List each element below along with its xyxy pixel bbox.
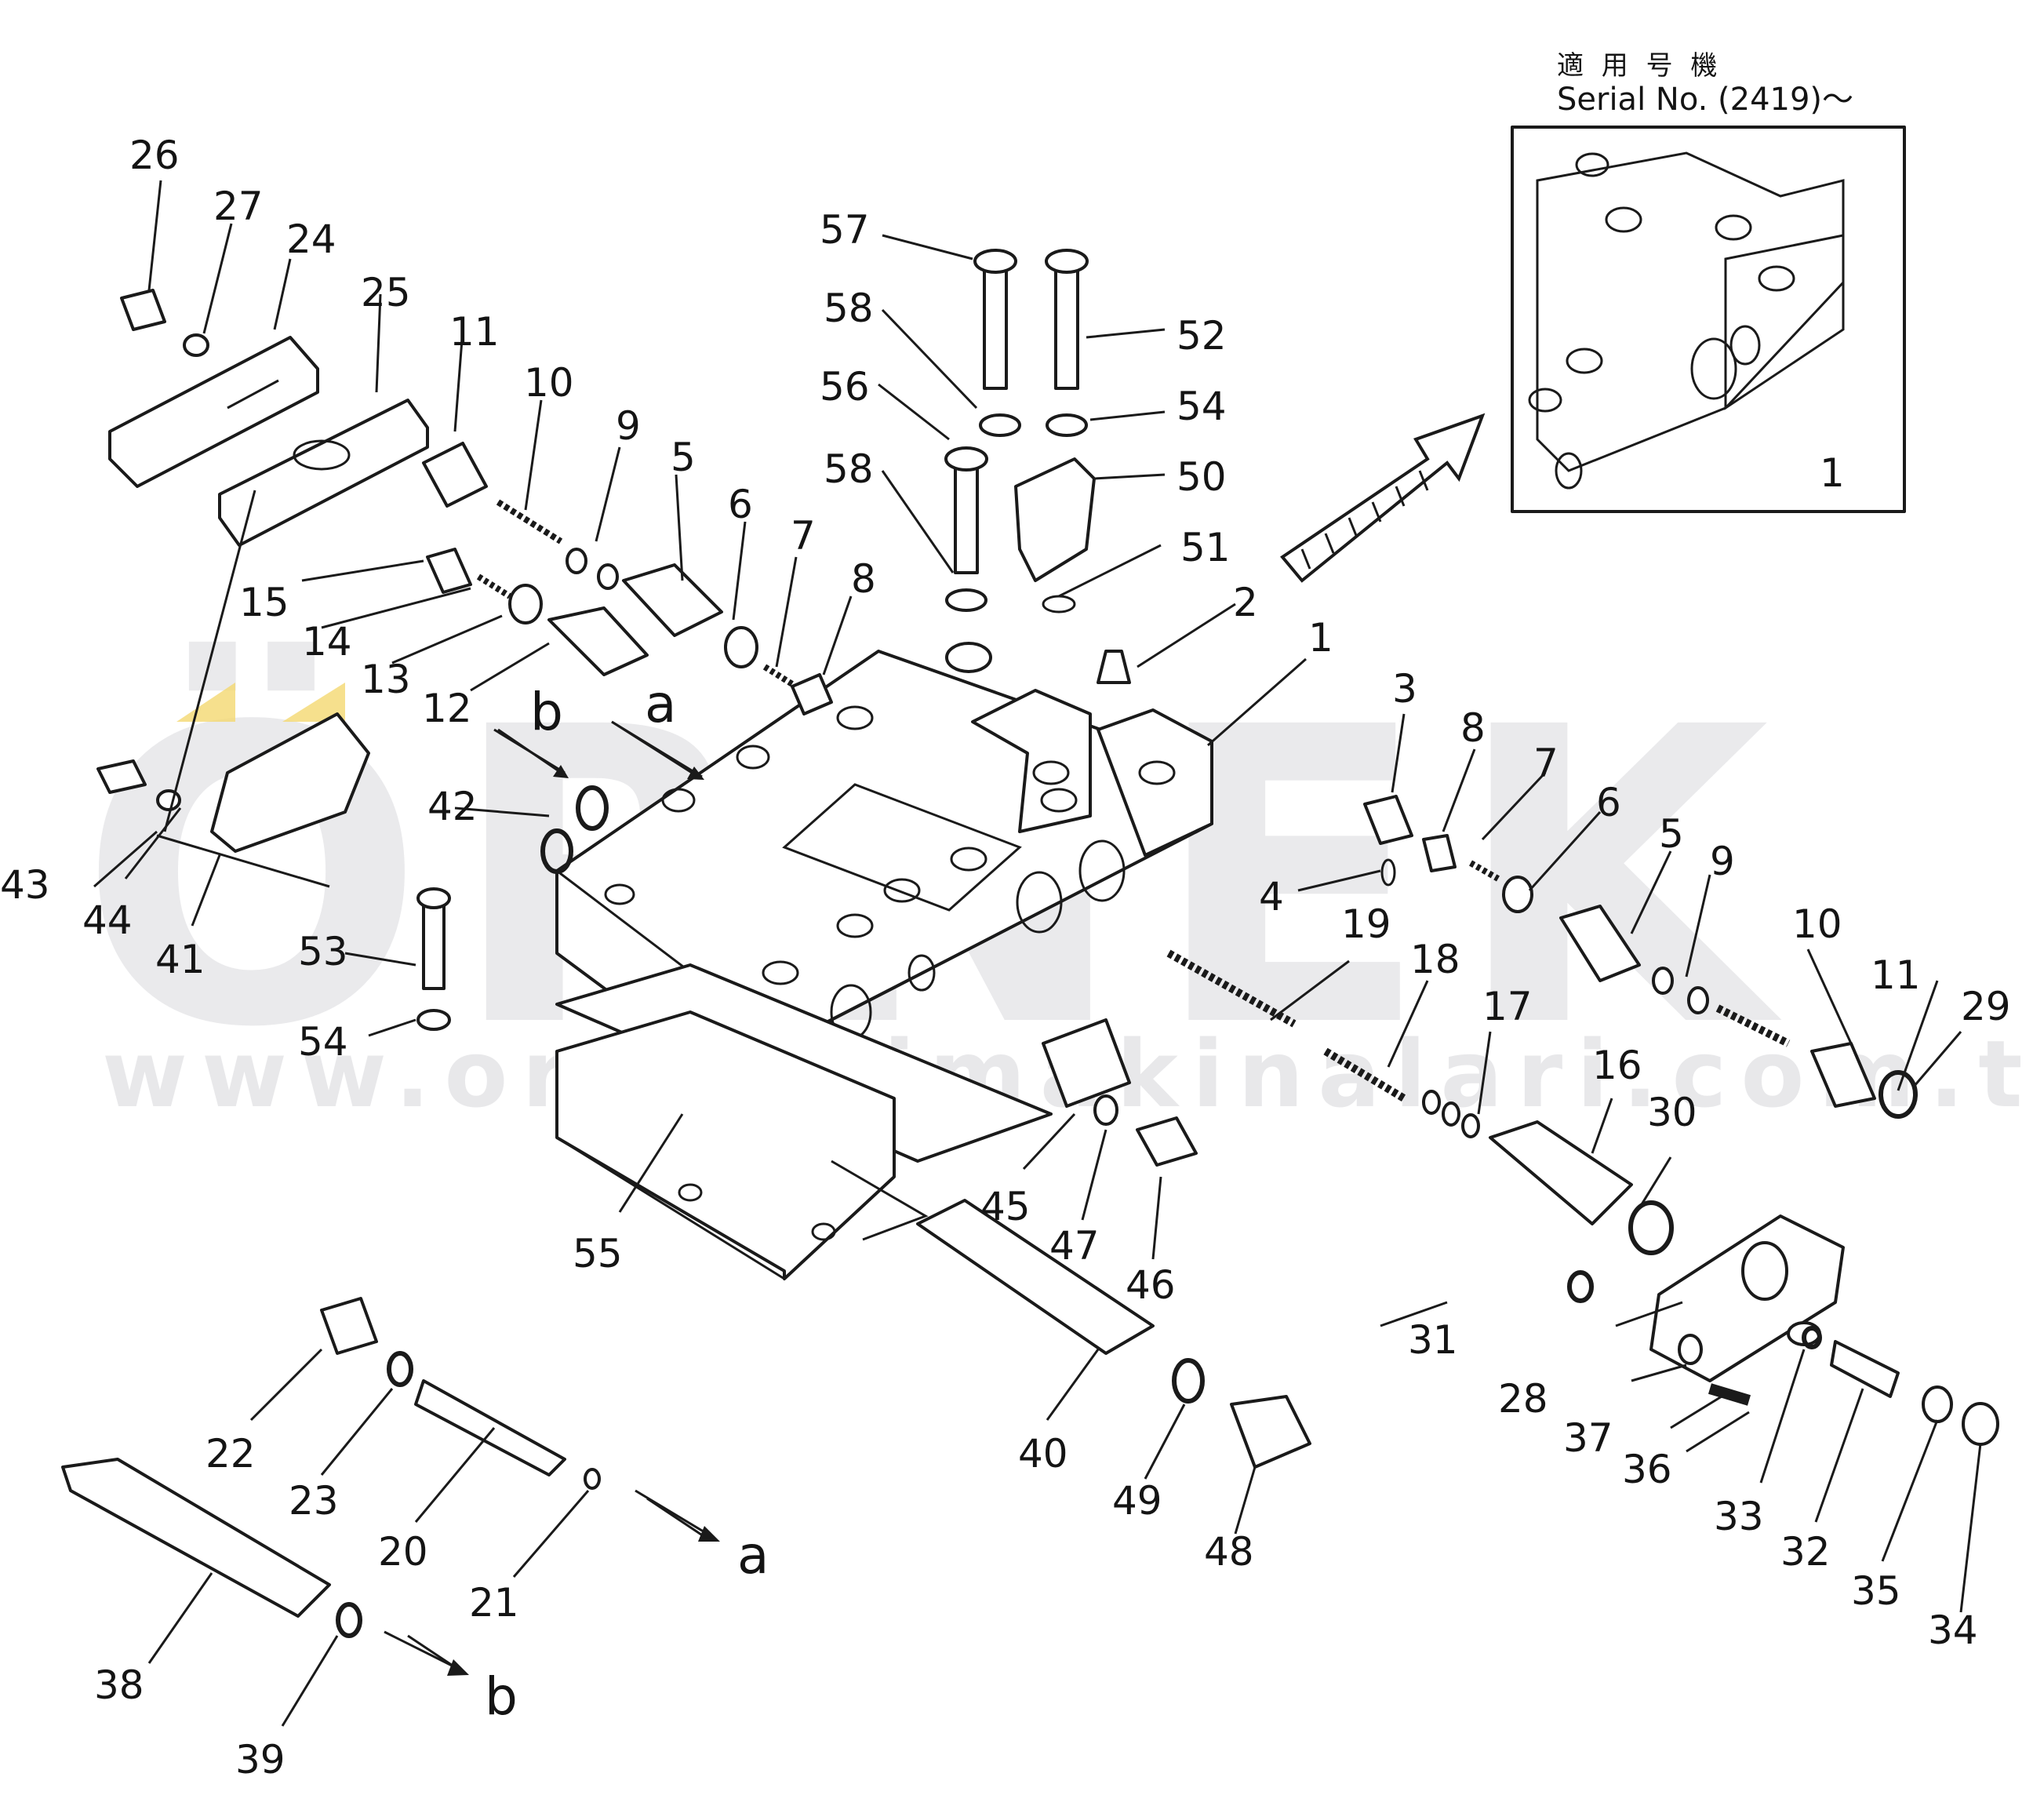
label-8-top: 8 [851,556,876,602]
inset-serial-variant [1511,126,1906,513]
label-52: 52 [1177,313,1227,359]
cover-24 [108,336,319,488]
gasket-25 [218,399,429,547]
label-35: 35 [1851,1568,1901,1614]
label-58-lower: 58 [824,446,874,492]
label-2: 2 [1233,580,1258,625]
flow-arrows: b a a b [384,674,769,1727]
label-53: 53 [298,929,348,974]
label-11-top: 11 [449,309,500,355]
label-50: 50 [1177,454,1227,500]
label-20: 20 [378,1529,428,1575]
flow-label-b-bottom: b [485,1666,518,1727]
leader-lines [93,180,1982,1727]
label-43: 43 [0,862,50,908]
label-14: 14 [302,619,352,665]
label-33: 33 [1714,1494,1764,1539]
label-30: 30 [1647,1090,1697,1135]
flow-label-a-top: a [645,674,676,734]
lower-parts [61,289,1311,1638]
label-10-top: 10 [524,360,574,406]
label-10-right: 10 [1792,901,1842,947]
label-36: 36 [1622,1447,1672,1492]
label-23: 23 [289,1478,339,1524]
serial-title-jp: 適 用 号 機 [1557,50,1722,82]
flow-label-b-top: b [530,682,563,742]
label-54-top: 54 [1177,384,1227,429]
label-8-right: 8 [1460,705,1486,751]
label-47: 47 [1049,1223,1100,1269]
label-6-right: 6 [1596,780,1621,825]
label-13: 13 [361,657,411,702]
label-18: 18 [1410,937,1460,982]
label-11-right: 11 [1871,952,1921,998]
hatched-direction-arrow-icon [1280,413,1486,583]
label-55: 55 [573,1231,623,1276]
upper-spool-group [422,442,833,715]
label-49: 49 [1112,1478,1162,1524]
label-26: 26 [129,133,180,178]
label-51: 51 [1180,525,1231,570]
label-27: 27 [213,184,264,229]
label-44: 44 [82,898,133,943]
label-24: 24 [286,217,336,262]
label-15: 15 [239,580,289,625]
label-41: 41 [155,937,205,982]
label-3: 3 [1392,666,1417,712]
watermark-accent-icon [176,683,345,722]
label-34: 34 [1928,1608,1978,1653]
cover-41 [210,712,370,853]
label-7-right: 7 [1533,741,1558,786]
label-54-lower: 54 [298,1019,348,1065]
right-spool-group [1166,795,1999,1446]
label-28: 28 [1498,1376,1548,1422]
label-4: 4 [1259,874,1284,919]
label-7-top: 7 [791,513,816,559]
label-29: 29 [1961,984,2011,1029]
label-37: 37 [1563,1415,1613,1461]
label-21: 21 [469,1580,519,1626]
top-hardware [944,249,1131,684]
label-5-right: 5 [1659,811,1684,857]
label-32: 32 [1780,1529,1831,1575]
label-31: 31 [1408,1317,1458,1363]
label-6-top: 6 [728,482,753,527]
label-39: 39 [235,1737,286,1782]
label-42: 42 [427,784,478,829]
label-1-inset: 1 [1820,450,1845,496]
label-40: 40 [1018,1431,1068,1476]
label-46: 46 [1126,1262,1176,1308]
serial-number: Serial No. (2419)～ [1557,82,1853,118]
label-38: 38 [94,1662,144,1708]
label-9-top: 9 [616,403,641,449]
label-16: 16 [1592,1043,1642,1088]
label-25: 25 [361,270,411,315]
label-1-body: 1 [1308,615,1333,661]
label-12: 12 [422,686,472,731]
part-labels: 26 27 24 25 11 10 9 5 6 7 8 15 14 13 12 … [0,133,2011,1782]
flow-label-a-bottom: a [737,1525,769,1586]
label-48: 48 [1204,1529,1254,1575]
label-9-right: 9 [1710,839,1735,884]
label-22: 22 [205,1431,256,1476]
gasket-and-lower-body [555,963,1053,1280]
label-45: 45 [980,1184,1031,1229]
label-5-top: 5 [671,435,696,480]
label-56: 56 [820,364,870,410]
label-58-top: 58 [824,286,874,331]
label-19: 19 [1341,901,1391,947]
label-17: 17 [1482,984,1533,1029]
label-57: 57 [820,207,870,253]
